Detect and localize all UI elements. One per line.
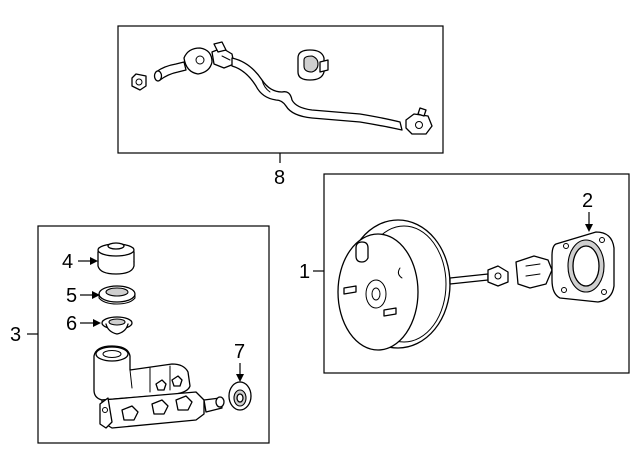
callout-5: 5	[66, 285, 77, 307]
callout-3: 3	[10, 324, 21, 346]
vacuum-hose-box	[117, 25, 444, 154]
brake-booster	[337, 219, 553, 351]
callout-6: 6	[66, 313, 77, 335]
leader-arrow-5	[92, 291, 100, 299]
vacuum-hose-assembly	[131, 41, 433, 135]
callout-1: 1	[299, 261, 310, 283]
booster-gasket	[551, 231, 615, 303]
cap-seal	[98, 285, 136, 305]
brake-booster-box	[323, 173, 630, 374]
leader-arrow-6	[93, 319, 101, 327]
master-cylinder	[93, 345, 225, 429]
reservoir-cap	[97, 242, 135, 275]
callout-2: 2	[582, 190, 593, 212]
leader-arrow-4	[90, 257, 98, 265]
callout-8: 8	[274, 167, 285, 189]
leader-arrow-7	[236, 374, 244, 382]
callout-7: 7	[234, 341, 245, 363]
leader-arrow-2	[585, 224, 593, 232]
grommet	[228, 381, 252, 411]
strainer	[101, 316, 133, 335]
callout-4: 4	[62, 251, 73, 273]
